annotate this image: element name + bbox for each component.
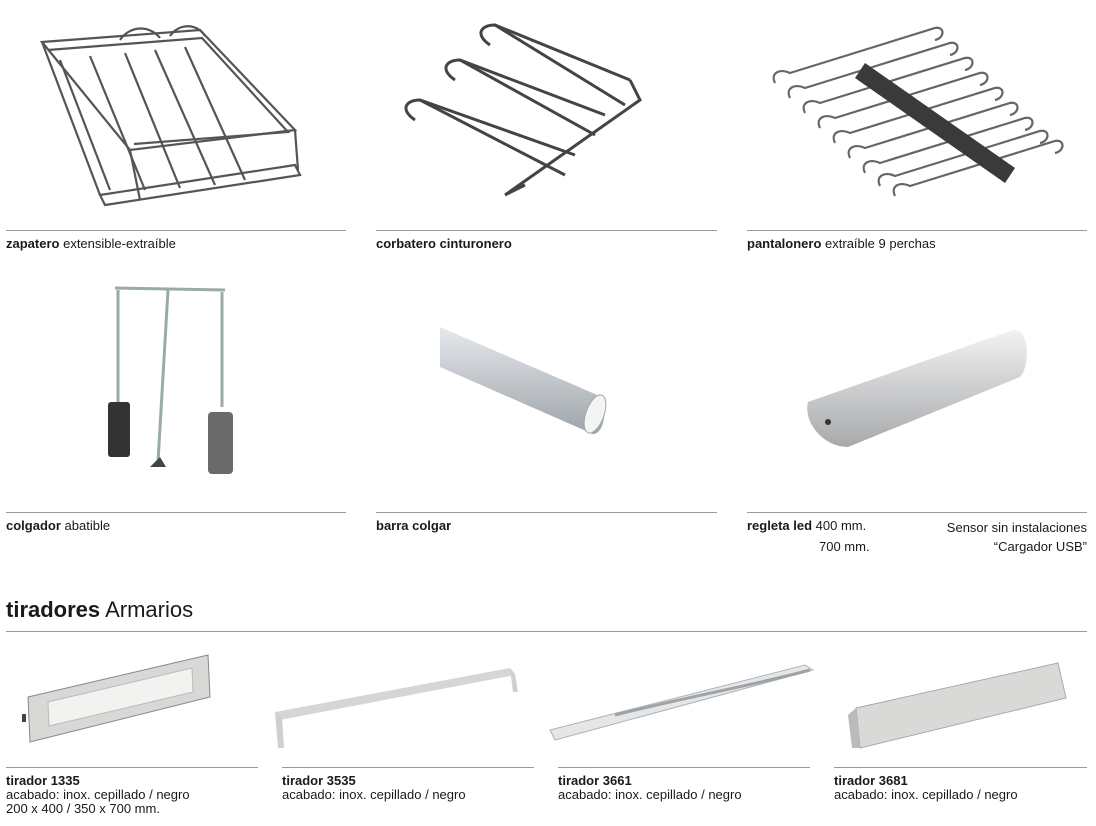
product-caption-pull-down-rail: colgador abatible — [6, 518, 111, 533]
divider — [6, 230, 346, 231]
section-divider — [6, 631, 1087, 632]
divider — [747, 230, 1087, 231]
section-title: tiradores Armarios — [6, 597, 194, 622]
pull-3681-image — [848, 662, 1067, 749]
pull-3535-image — [275, 668, 518, 748]
pull-down-rail-image — [108, 286, 233, 474]
pull-1335-image — [22, 654, 211, 743]
divider — [747, 512, 1087, 513]
led-strip-note-usb: “Cargador USB” — [993, 539, 1087, 554]
product-caption-hanging-rail: barra colgar — [376, 518, 452, 533]
divider — [6, 767, 258, 768]
trouser-rack-image — [772, 26, 1064, 197]
shoe-rack-image — [39, 25, 302, 207]
pull-caption-1335: tirador 1335 acabado: inox. cepillado / … — [6, 773, 190, 816]
tie-belt-rack-image — [404, 23, 642, 197]
product-caption-led-strip: regleta led 400 mm. — [747, 518, 867, 533]
pull-caption-3535: tirador 3535 acabado: inox. cepillado / … — [282, 773, 466, 802]
divider — [834, 767, 1087, 768]
divider — [376, 230, 717, 231]
product-caption-trouser-rack: pantalonero extraíble 9 perchas — [747, 236, 936, 251]
product-caption-shoe-rack: zapatero extensible-extraíble — [6, 236, 176, 251]
product-caption-tie-rack: corbatero cinturonero — [376, 236, 512, 251]
divider — [6, 512, 346, 513]
led-strip-note-sensor: Sensor sin instalaciones — [946, 520, 1087, 535]
led-strip-image — [807, 329, 1027, 447]
divider — [282, 767, 534, 768]
divider — [558, 767, 810, 768]
pull-caption-3661: tirador 3661 acabado: inox. cepillado / … — [558, 773, 742, 802]
led-strip-size-700: 700 mm. — [819, 539, 870, 554]
hanging-rail-image — [440, 327, 607, 434]
divider — [376, 512, 717, 513]
pull-3661-image — [549, 664, 815, 741]
pull-caption-3681: tirador 3681 acabado: inox. cepillado / … — [834, 773, 1018, 802]
